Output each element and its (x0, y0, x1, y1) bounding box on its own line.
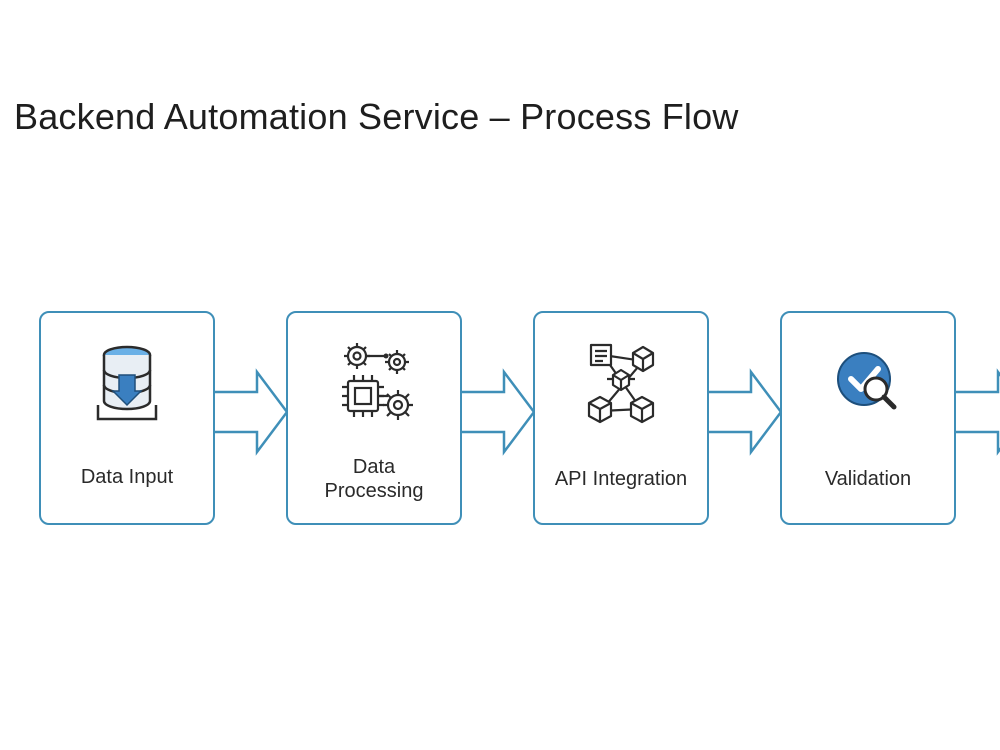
step-data-processing: Data Processing (286, 311, 462, 525)
step-label-line1: Data (352, 456, 396, 478)
database-icon (79, 339, 175, 431)
flow-arrow (215, 364, 289, 460)
step-label: Data Input (80, 466, 174, 488)
step-label: API Integration (554, 468, 688, 490)
step-api-integration: API Integration (533, 311, 709, 525)
gears-chip-icon (326, 339, 422, 431)
flow-arrow (709, 364, 783, 460)
step-label: Validation (824, 468, 912, 490)
flow-arrow (462, 364, 536, 460)
flow-arrow (956, 364, 1000, 460)
step-data-input: Data Input (39, 311, 215, 525)
connected-cubes-icon (573, 339, 669, 431)
magnifier-check-icon (820, 339, 916, 431)
step-validation: Validation (780, 311, 956, 525)
step-label-line2: Processing (324, 480, 424, 502)
diagram-title: Backend Automation Service – Process Flo… (14, 96, 739, 137)
